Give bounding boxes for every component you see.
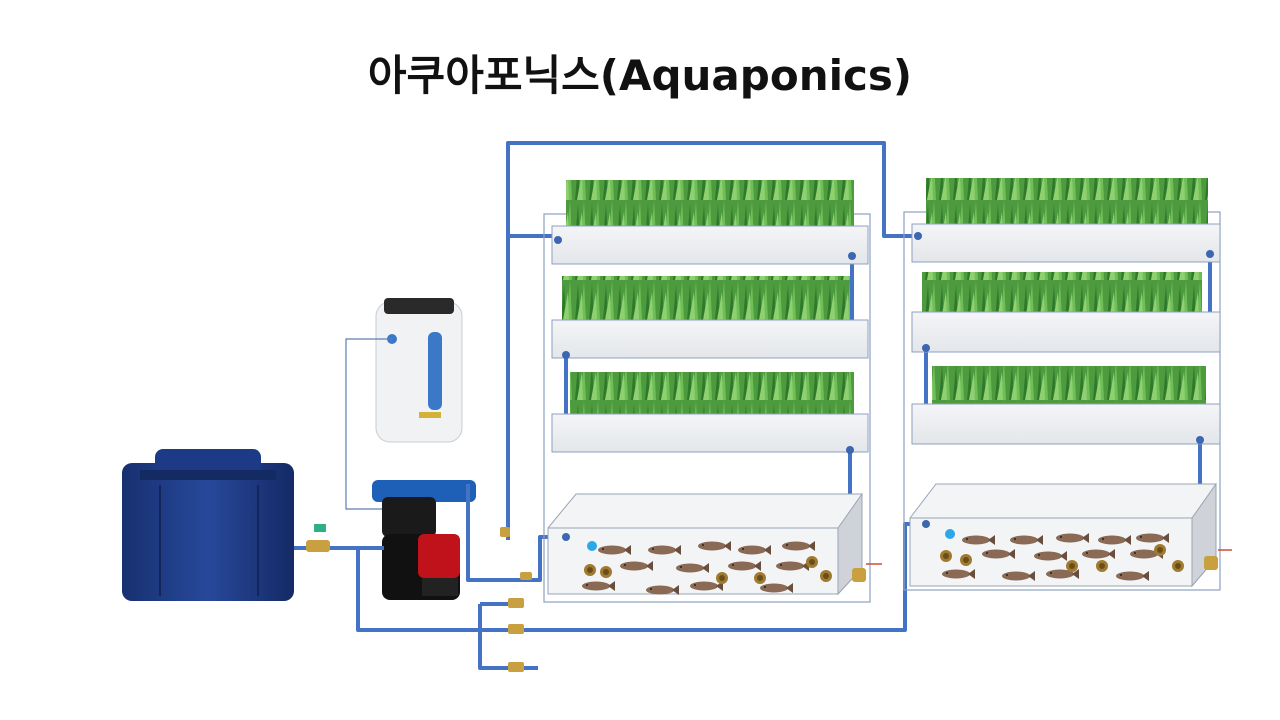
oxygen-generator	[375, 298, 463, 443]
fish-tank-1	[547, 492, 882, 596]
diagram-title: 아쿠아포닉스(Aquaponics)	[367, 51, 913, 100]
plant-bed-1-3	[570, 372, 854, 418]
grow-rack-2	[903, 178, 1232, 591]
oxygen-tube	[345, 338, 392, 510]
water-tank	[122, 449, 294, 601]
valves	[306, 524, 532, 672]
plant-bed-1-2	[562, 276, 850, 324]
water-pump	[372, 480, 476, 600]
plant-bed-1-1	[566, 180, 854, 228]
plant-bed-2-1	[926, 178, 1208, 226]
fish-tank-2	[909, 482, 1232, 588]
plant-bed-2-3	[932, 366, 1206, 410]
grow-rack-1	[543, 180, 882, 603]
